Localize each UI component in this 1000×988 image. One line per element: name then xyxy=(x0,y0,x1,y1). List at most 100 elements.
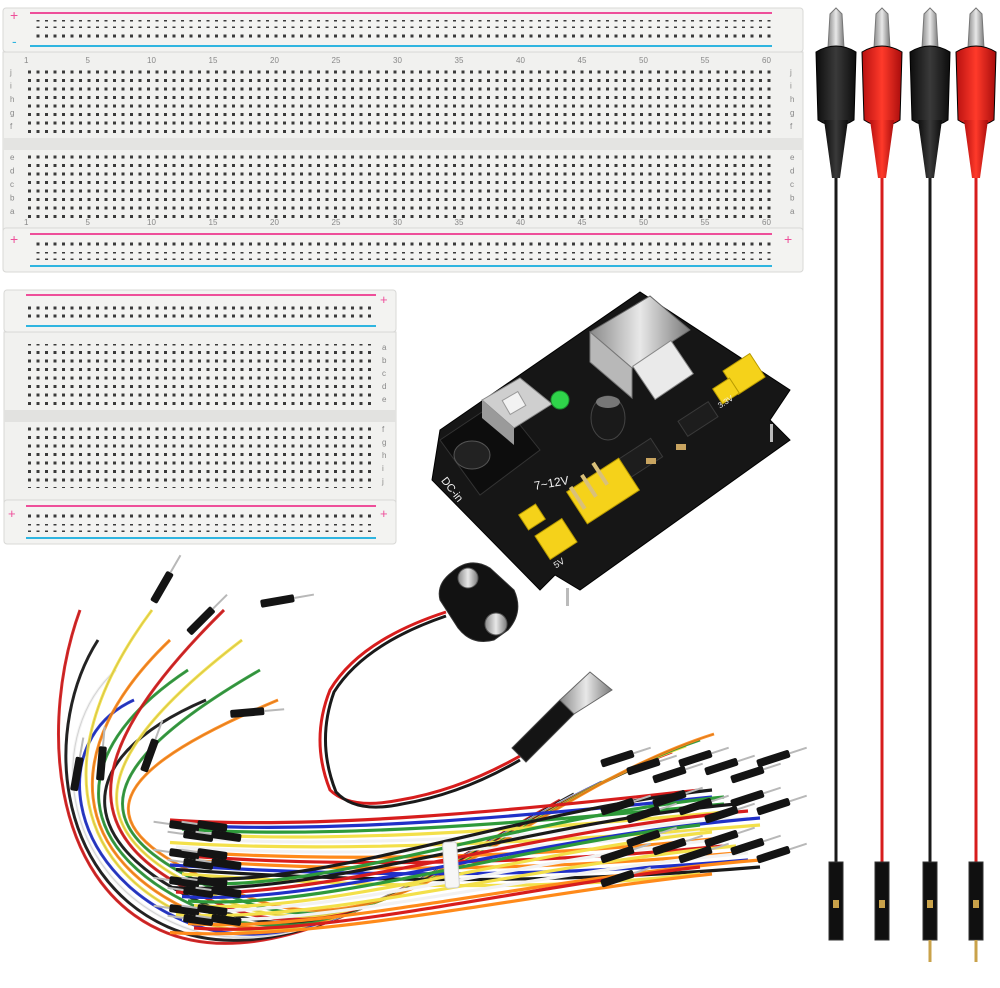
row-letter: a xyxy=(790,207,795,216)
column-number: 40 xyxy=(516,218,525,227)
row-letter: j xyxy=(381,477,384,486)
jumper-pin-head xyxy=(600,794,652,816)
jumper-pin-head xyxy=(181,904,228,916)
bottom-power-rail xyxy=(2,227,804,273)
power-supply-module: DC-in 7~12V 5V 3.3V xyxy=(431,291,791,606)
jumper-pin-head xyxy=(652,762,704,784)
clip-lead xyxy=(955,7,997,962)
row-letter: c xyxy=(790,180,794,189)
jumper-pin-head xyxy=(626,826,678,848)
column-number: 55 xyxy=(701,56,710,65)
row-letter: h xyxy=(10,95,14,104)
rail-minus-label: - xyxy=(12,33,17,49)
clip-insulator xyxy=(955,45,997,127)
row-letter: b xyxy=(10,194,15,203)
row-letter: d xyxy=(790,167,794,176)
column-number: 1 xyxy=(24,218,29,227)
rail-plus-label: + xyxy=(380,292,388,307)
row-letter: g xyxy=(790,109,794,118)
column-number: 10 xyxy=(147,56,156,65)
jumper-wire xyxy=(169,788,701,825)
rail-plus-label: + xyxy=(10,231,18,247)
jumper-pin-head xyxy=(96,726,107,781)
row-letter: j xyxy=(789,68,792,77)
column-number: 25 xyxy=(332,218,341,227)
alligator-clip-leads xyxy=(815,7,997,962)
row-letter: e xyxy=(790,153,795,162)
jumper-wire xyxy=(193,816,749,844)
jumper-pin-head xyxy=(181,876,228,888)
row-letter: a xyxy=(382,343,387,352)
row-letter: g xyxy=(10,109,14,118)
column-number: 5 xyxy=(86,218,91,227)
jumper-pin-head xyxy=(626,754,678,776)
column-number: 20 xyxy=(270,218,279,227)
clip-lead xyxy=(909,7,951,962)
column-number: 45 xyxy=(578,218,587,227)
jumper-pin-head xyxy=(140,720,164,773)
dc-plug xyxy=(511,699,575,763)
jumper-wire xyxy=(175,844,737,918)
jumper-pin-head xyxy=(678,746,730,768)
jumper-pin-head xyxy=(195,914,242,926)
column-number: 5 xyxy=(86,56,91,65)
jumper-cap[interactable] xyxy=(534,517,578,561)
row-letter: i xyxy=(790,82,792,91)
rail-plus-label: + xyxy=(8,506,16,521)
jumper-pin-head xyxy=(195,830,242,842)
jumper-wire xyxy=(187,809,737,839)
jumper-pin-head xyxy=(181,848,228,860)
jumper-pin-head xyxy=(626,802,678,824)
column-number: 50 xyxy=(639,218,648,227)
clip-insulator xyxy=(909,45,951,127)
column-number: 35 xyxy=(455,56,464,65)
row-letter: d xyxy=(10,167,14,176)
jumper-pin-head xyxy=(652,786,704,808)
column-number: 40 xyxy=(516,56,525,65)
row-letter: a xyxy=(10,207,15,216)
row-letter: b xyxy=(790,194,795,203)
jumper-pin-head xyxy=(756,794,808,816)
led xyxy=(550,390,570,410)
jumper-pin-head xyxy=(195,858,242,870)
jumper-wire xyxy=(187,823,701,904)
jumper-pin-head xyxy=(181,820,228,832)
jumper-pin-head xyxy=(230,707,285,718)
jumper-wire xyxy=(187,858,761,927)
clip-lead xyxy=(861,7,903,941)
voltage-label: 7~12V xyxy=(533,473,570,493)
column-number: 20 xyxy=(270,56,279,65)
jumper-pin-head xyxy=(260,593,315,608)
column-number: 50 xyxy=(639,56,648,65)
jumper-pin-head xyxy=(704,802,756,824)
column-number: 30 xyxy=(393,218,402,227)
jumper-pin-head xyxy=(730,834,782,856)
clip-insulator xyxy=(815,45,857,127)
jumper-pin-head xyxy=(600,842,652,864)
battery-snap-cable xyxy=(318,562,613,809)
jumper-wire-bundle xyxy=(57,554,808,945)
column-number: 45 xyxy=(578,56,587,65)
row-letter: g xyxy=(382,438,386,447)
row-letter: c xyxy=(382,369,386,378)
clip-insulator xyxy=(861,45,903,127)
column-number: 25 xyxy=(332,56,341,65)
jumper-wire xyxy=(169,872,713,936)
rail-plus-label: + xyxy=(10,7,18,23)
jumper-pin-head xyxy=(678,794,730,816)
jumper-pin-head xyxy=(756,746,808,768)
column-number: 15 xyxy=(209,218,218,227)
cable-tie xyxy=(442,841,460,889)
row-letter: e xyxy=(10,153,15,162)
jumper-pin-head xyxy=(704,826,756,848)
column-number: 60 xyxy=(762,218,771,227)
jumper-pin-head xyxy=(730,762,782,784)
row-letter: f xyxy=(10,122,13,131)
rail-plus-label: + xyxy=(784,231,792,247)
bottom-power-rail xyxy=(3,499,397,545)
